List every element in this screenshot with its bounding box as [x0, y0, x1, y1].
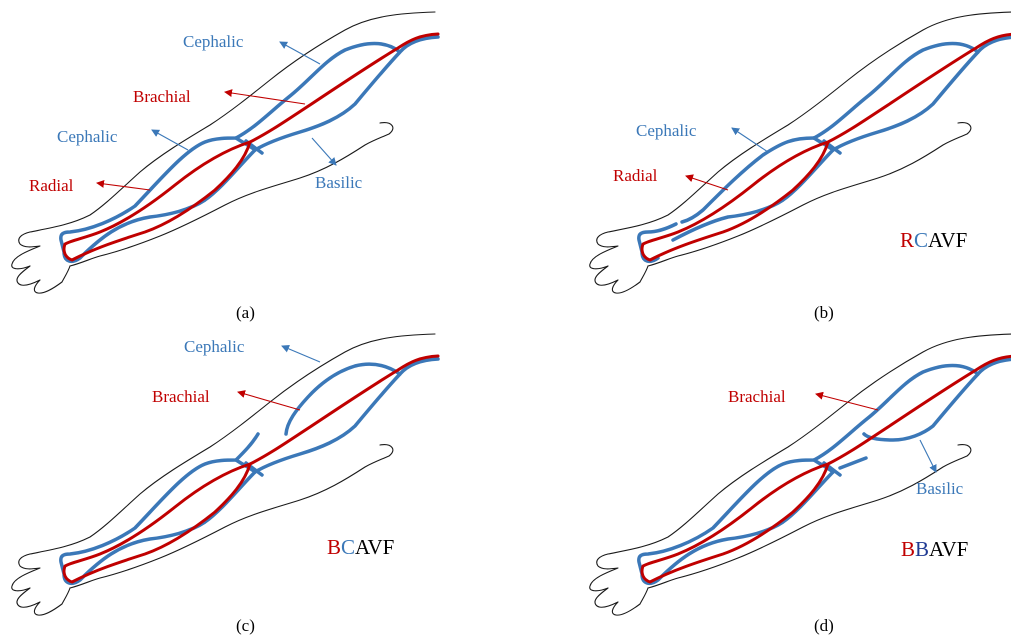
label-radial: Radial	[613, 166, 658, 185]
title-bbavf: BBAVF	[901, 537, 968, 561]
label-brachial: Brachial	[728, 387, 786, 406]
title-rcavf: RCAVF	[900, 228, 967, 252]
label-basilic: Basilic	[315, 173, 363, 192]
label-cephalic: Cephalic	[636, 121, 697, 140]
label-brachial: Brachial	[152, 387, 210, 406]
label-basilic: Basilic	[916, 479, 964, 498]
title-bcavf: BCAVF	[327, 535, 394, 559]
panel-c: Cephalic Brachial BCAVF (c)	[11, 333, 440, 635]
label-radial: Radial	[29, 176, 74, 195]
caption-d: (d)	[814, 616, 834, 635]
panel-a: Cephalic Brachial Cephalic Radial Basili…	[11, 11, 440, 322]
label-cephalic-upper: Cephalic	[183, 32, 244, 51]
panel-b: Cephalic Radial RCAVF (b)	[589, 11, 1011, 322]
label-brachial: Brachial	[133, 87, 191, 106]
label-cephalic: Cephalic	[184, 337, 245, 356]
label-cephalic-lower: Cephalic	[57, 127, 118, 146]
caption-c: (c)	[236, 616, 255, 635]
panel-d: Brachial Basilic BBAVF (d)	[589, 333, 1011, 635]
caption-b: (b)	[814, 303, 834, 322]
caption-a: (a)	[236, 303, 255, 322]
